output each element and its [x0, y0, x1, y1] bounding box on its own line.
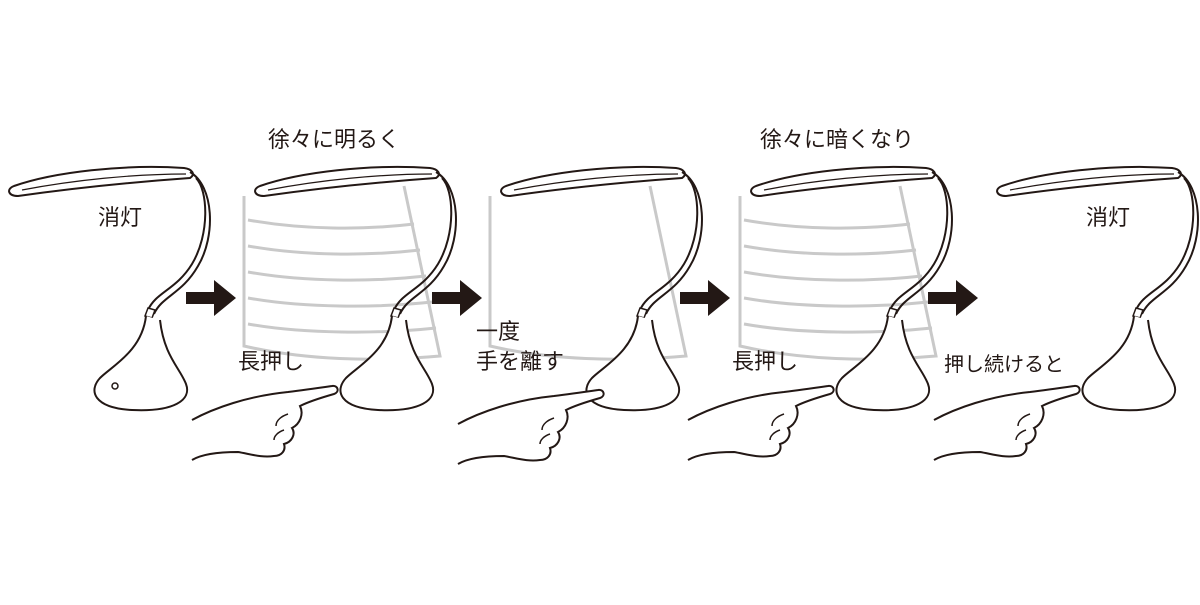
hand-4 [687, 384, 835, 461]
arrow-3 [680, 280, 730, 316]
panel-4-action-label: 長押し [732, 350, 799, 375]
panel-2-top-label: 徐々に明るく [268, 128, 401, 153]
arrow-1 [186, 280, 236, 316]
panel-2-action-label: 長押し [238, 350, 305, 375]
arrow-4 [928, 280, 978, 316]
panel-5-action-label: 押し続けると [944, 352, 1064, 376]
hand-2 [191, 384, 339, 461]
light-cone [242, 184, 442, 361]
panel-1 [8, 165, 211, 412]
light-cone [738, 184, 938, 361]
hand-5 [933, 384, 1081, 461]
pointing-hand-icon [933, 384, 1081, 461]
panel-5-status-label: 消灯 [1086, 206, 1131, 231]
lamp-illustration [8, 165, 211, 412]
pointing-hand-icon [457, 388, 605, 465]
hand-3 [457, 388, 605, 465]
panel-4-top-label: 徐々に暗くなり [760, 128, 915, 153]
pointing-hand-icon [191, 384, 339, 461]
arrow-2 [432, 280, 482, 316]
panel-1-status-label: 消灯 [98, 206, 143, 231]
panel-3-action-label-line1: 一度 [476, 320, 521, 345]
pointing-hand-icon [687, 384, 835, 461]
panel-3-action-label-line2: 手を離す [476, 350, 565, 375]
